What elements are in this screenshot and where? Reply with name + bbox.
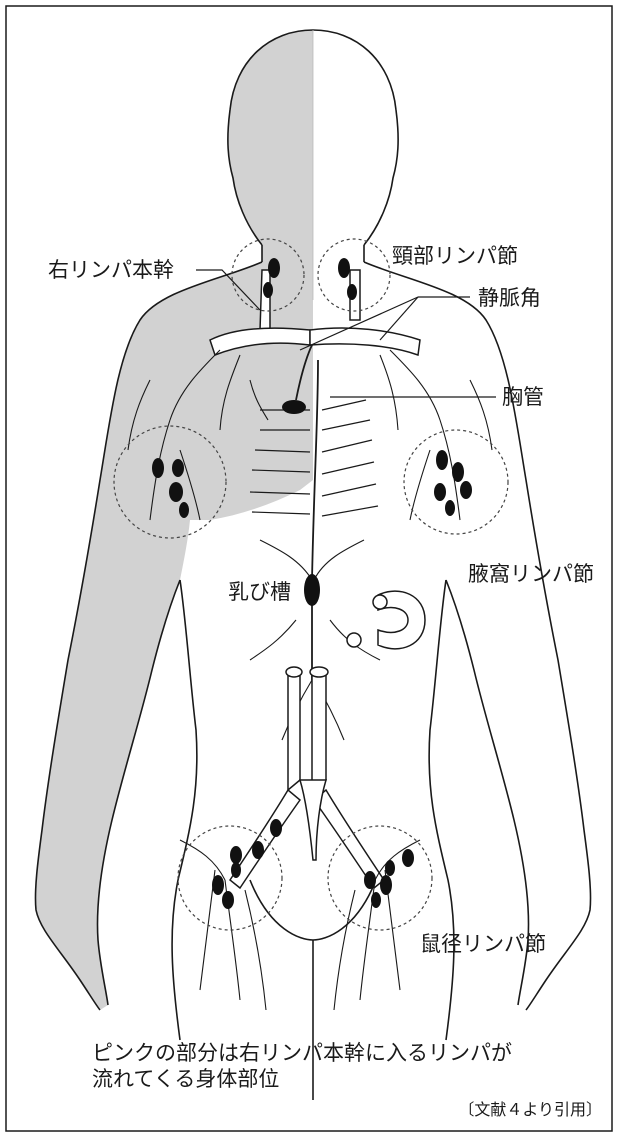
source-credit: 〔文献４より引用〕 [458,1100,602,1120]
label-cisterna-chyli: 乳び槽 [228,580,291,604]
intestine [347,591,425,649]
label-axillary-nodes: 腋窩リンパ節 [468,562,594,586]
label-venous-angle: 静脈角 [478,286,541,310]
caption-line-2: 流れてくる身体部位 [92,1066,279,1092]
leg-lymph [180,840,420,1010]
caption-line-1: ピンクの部分は右リンパ本幹に入るリンパが [92,1040,512,1066]
label-inguinal-nodes: 鼠径リンパ節 [420,932,546,956]
shaded-region [35,30,313,1010]
label-right-lymphatic-duct: 右リンパ本幹 [48,258,174,282]
label-thoracic-duct: 胸管 [502,385,544,409]
label-cervical-nodes: 頸部リンパ節 [392,244,518,268]
